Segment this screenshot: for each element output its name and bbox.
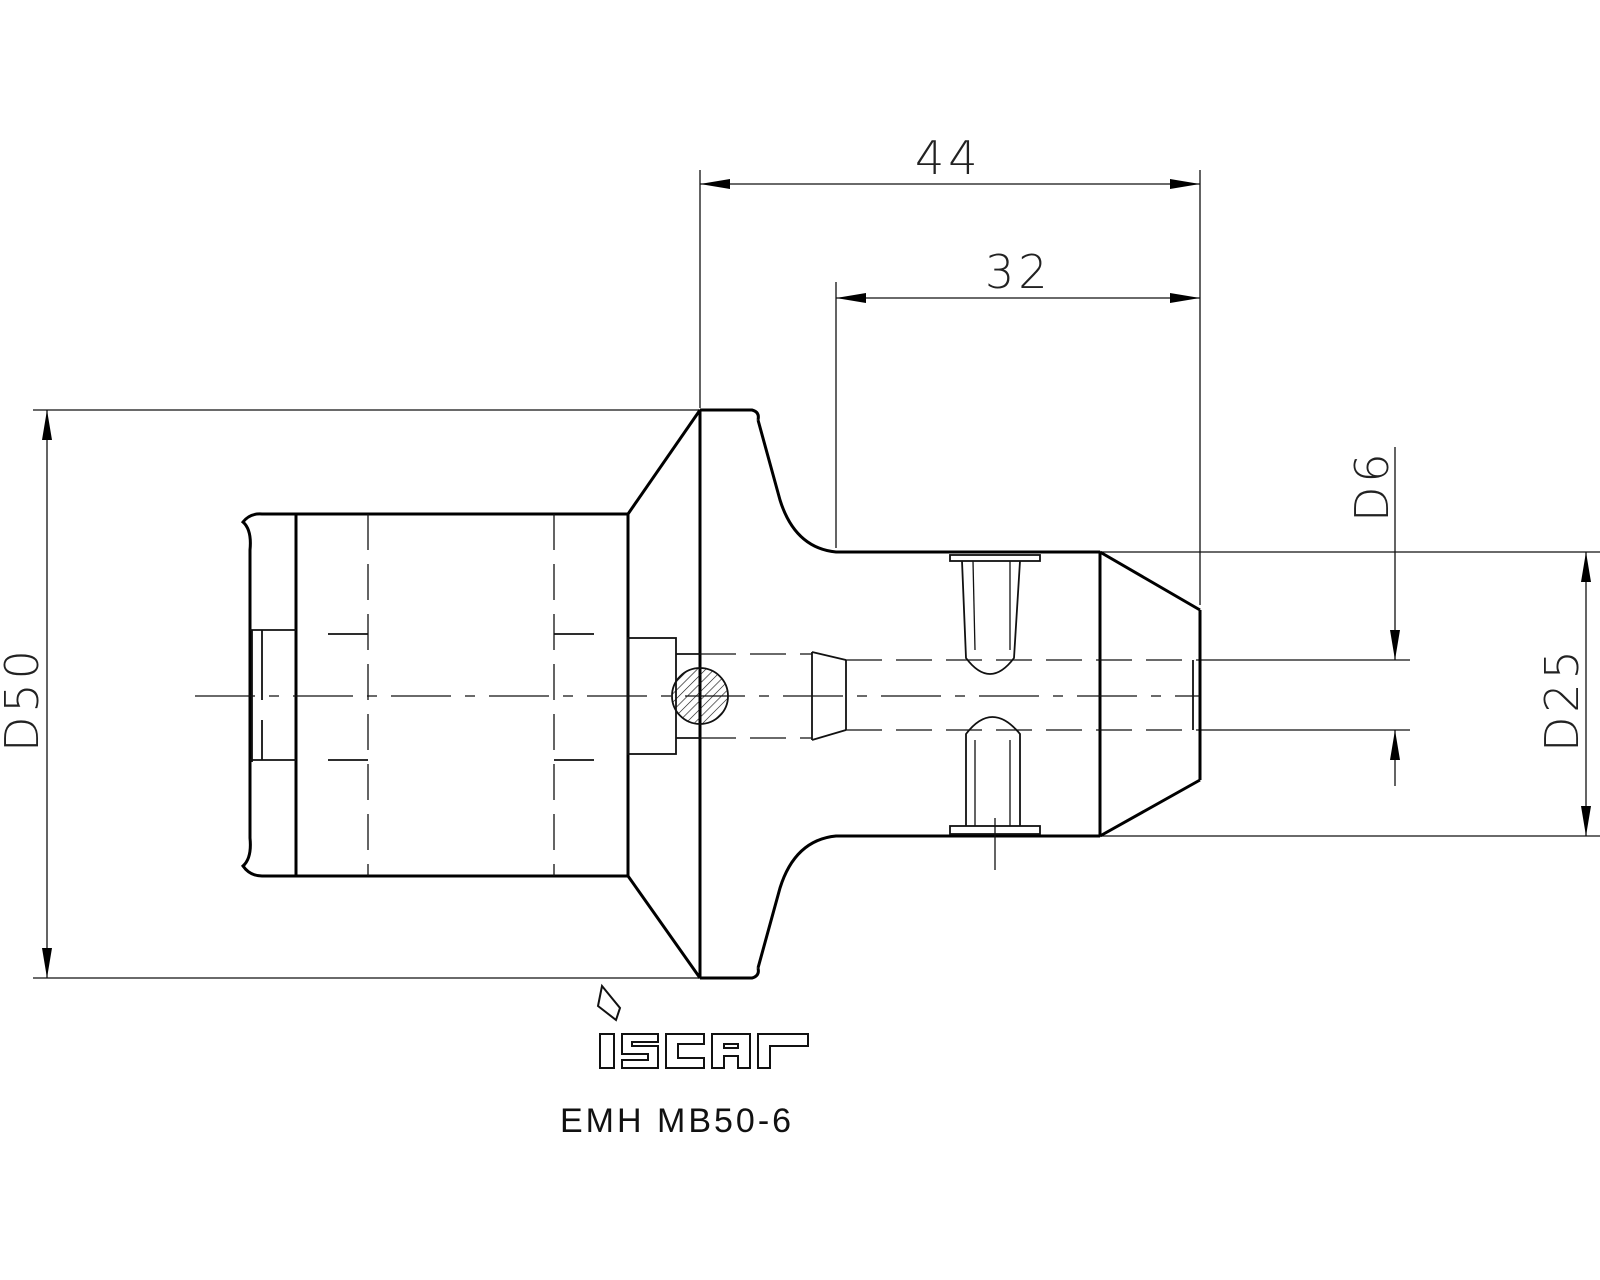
dimension-d6: D6: [1196, 447, 1410, 786]
dimension-32: 32: [835, 245, 1200, 548]
dimension-d6-label: D6: [1345, 449, 1399, 522]
dimension-32-label: 32: [985, 245, 1052, 299]
iscar-logo: [596, 983, 809, 1069]
dimension-d50-label: D50: [0, 646, 49, 752]
internal-features: [195, 514, 1200, 876]
dimension-d50: D50: [0, 409, 700, 979]
dimension-44-label: 44: [915, 131, 982, 185]
part-outline: [240, 408, 1202, 980]
dimension-d25-label: D25: [1535, 646, 1589, 752]
part-number: EMH MB50-6: [560, 1102, 795, 1140]
dimension-d25: D25: [1090, 551, 1600, 837]
dimension-44: 44: [699, 131, 1201, 605]
